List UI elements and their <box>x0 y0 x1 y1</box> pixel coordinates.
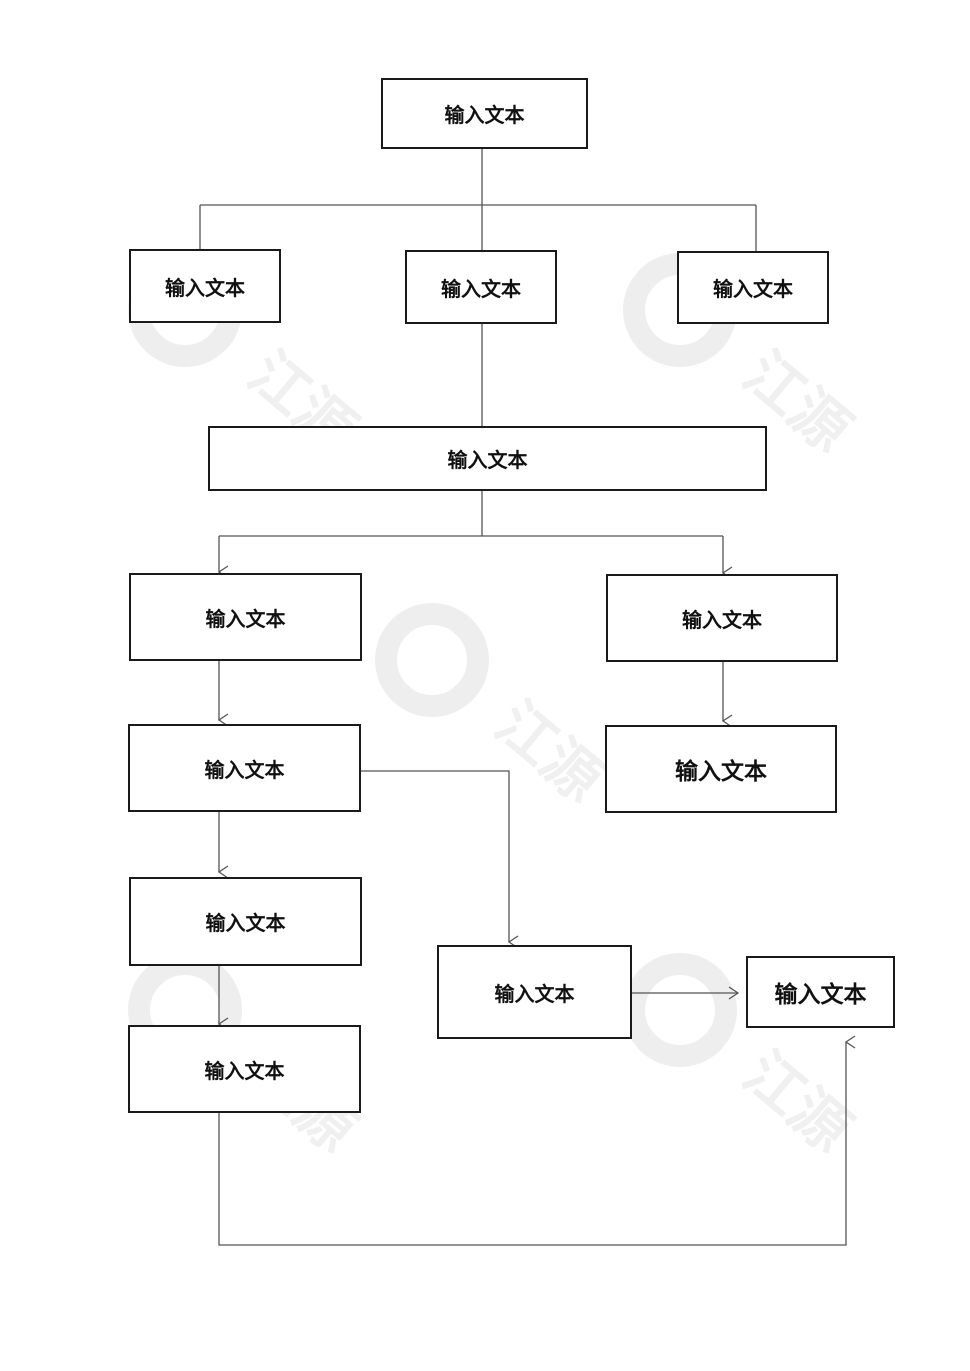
flow-node-label: 输入文本 <box>204 1058 285 1083</box>
flow-node-wide[interactable]: 输入文本 <box>208 426 767 491</box>
flow-node-left-2[interactable]: 输入文本 <box>128 724 361 812</box>
flow-node-label: 输入文本 <box>205 911 286 935</box>
connector-arrow <box>218 1035 856 1246</box>
watermark-text: 江源 <box>731 1039 864 1166</box>
flow-node-left-1[interactable]: 输入文本 <box>129 573 362 661</box>
flow-node-label: 输入文本 <box>204 757 285 782</box>
flow-node-label: 输入文本 <box>444 103 525 127</box>
flow-node-row2-right[interactable]: 输入文本 <box>677 251 829 324</box>
flow-node-label: 输入文本 <box>675 759 767 785</box>
flow-node-label: 输入文本 <box>494 981 575 1006</box>
watermark-logo-icon: 江源 <box>375 603 616 816</box>
flow-node-label: 输入文本 <box>441 276 521 301</box>
flow-node-label: 输入文本 <box>774 982 867 1008</box>
watermark-text: 江源 <box>483 689 616 816</box>
flow-node-label: 输入文本 <box>205 606 286 631</box>
flow-node-center-bottom[interactable]: 输入文本 <box>437 945 632 1039</box>
flow-node-row2-left[interactable]: 输入文本 <box>129 249 281 323</box>
flow-node-top[interactable]: 输入文本 <box>381 78 588 149</box>
flow-node-right-2[interactable]: 输入文本 <box>605 725 837 813</box>
flow-node-label: 输入文本 <box>447 448 528 472</box>
flow-node-left-3[interactable]: 输入文本 <box>129 877 362 966</box>
flow-node-right-bottom[interactable]: 输入文本 <box>746 956 895 1028</box>
flow-node-left-4[interactable]: 输入文本 <box>128 1025 361 1113</box>
flow-node-row2-middle[interactable]: 输入文本 <box>405 250 557 324</box>
flow-node-label: 输入文本 <box>713 277 793 301</box>
flow-node-right-1[interactable]: 输入文本 <box>606 574 838 662</box>
flow-node-label: 输入文本 <box>165 275 245 300</box>
connector-arrow <box>360 770 519 949</box>
flow-node-label: 输入文本 <box>682 607 762 632</box>
